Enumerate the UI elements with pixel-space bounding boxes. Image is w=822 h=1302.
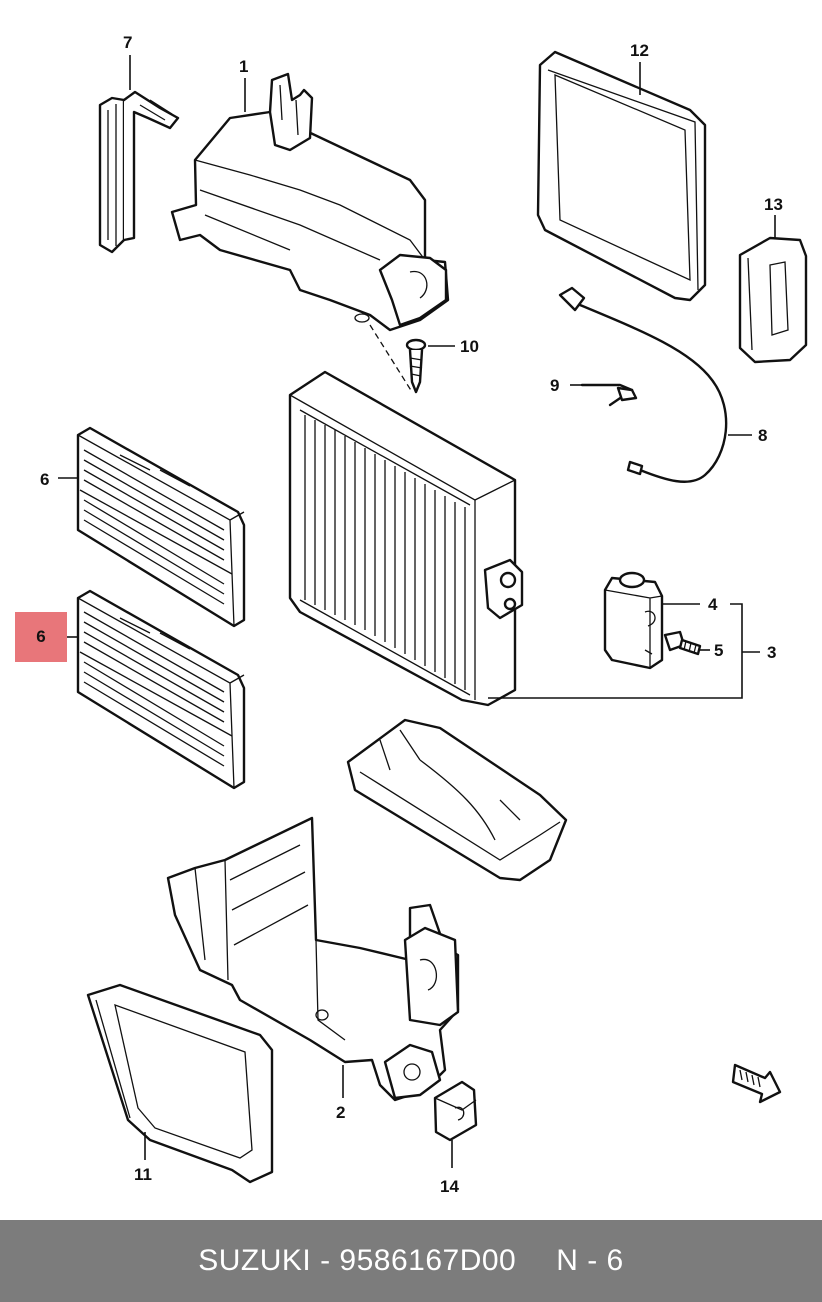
callout-11: 11 — [134, 1165, 152, 1184]
guide-line-screw — [369, 324, 413, 393]
callout-13: 13 — [764, 195, 783, 214]
callout-14: 14 — [440, 1177, 459, 1196]
part-12-seal-frame[interactable] — [536, 50, 707, 302]
callout-2: 2 — [336, 1103, 345, 1122]
part-1-upper-case[interactable] — [170, 72, 450, 332]
footer-bar: SUZUKI - 9586167D00 N - 6 — [0, 1220, 822, 1302]
part-11-gasket[interactable] — [86, 983, 274, 1184]
part-14-grommet[interactable] — [433, 1080, 478, 1142]
footer-part-number: SUZUKI - 9586167D00 — [198, 1244, 517, 1277]
callout-3: 3 — [767, 643, 776, 662]
callout-7: 7 — [123, 33, 132, 52]
leader-3 — [488, 603, 760, 699]
part-13-small-seal[interactable] — [738, 236, 808, 364]
part-10-screw[interactable] — [405, 338, 427, 394]
part-6-air-filter-bottom[interactable] — [76, 589, 246, 790]
highlight-callout-6: 6 — [15, 612, 67, 662]
part-8-thermo-sensor[interactable] — [558, 286, 728, 483]
callout-6-top: 6 — [40, 470, 49, 489]
drain-tray[interactable] — [346, 718, 568, 882]
part-9-clip[interactable] — [580, 383, 638, 407]
callout-6-highlighted: 6 — [36, 627, 46, 646]
part-5-bolt[interactable] — [663, 630, 702, 656]
callout-12: 12 — [630, 41, 649, 60]
callout-4: 4 — [708, 595, 718, 614]
part-6-air-filter-top[interactable] — [76, 426, 246, 628]
part-4-expansion-valve[interactable] — [603, 571, 664, 670]
callout-8: 8 — [758, 426, 767, 445]
fwd-arrow-icon — [731, 1063, 782, 1104]
callout-5: 5 — [714, 641, 723, 660]
callout-1: 1 — [239, 57, 248, 76]
part-7-bracket[interactable] — [98, 90, 180, 254]
callout-9: 9 — [550, 376, 559, 395]
part-3-evaporator-core[interactable] — [288, 370, 524, 707]
callout-10: 10 — [460, 337, 479, 356]
exploded-parts-diagram: 7 1 10 12 13 8 — [40, 33, 808, 1196]
footer-ref: N - 6 — [556, 1244, 624, 1277]
part-2-lower-case[interactable] — [166, 816, 460, 1102]
